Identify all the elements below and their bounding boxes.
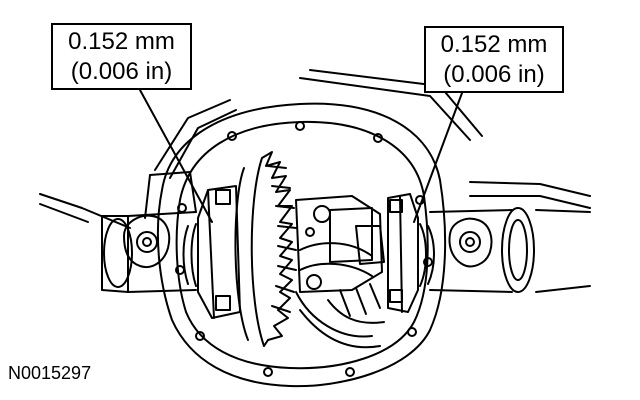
left-bearing-cap	[182, 185, 241, 319]
right-axle-tube	[429, 207, 591, 293]
differential-case	[295, 195, 385, 349]
right-clearance-in: (0.006 in)	[443, 61, 545, 88]
left-mount-boss	[123, 214, 171, 268]
right-mount-boss	[448, 217, 493, 268]
right-clearance-mm: 0.152 mm	[440, 31, 548, 58]
right-bearing-cap	[387, 193, 435, 313]
right-clearance-callout: 0.152 mm (0.006 in)	[424, 26, 564, 93]
callout-leader-lines	[139, 89, 463, 223]
housing-flange	[156, 102, 447, 388]
left-clearance-in: (0.006 in)	[70, 58, 173, 85]
frame-rails	[39, 69, 591, 229]
left-clearance-callout: 0.152 mm (0.006 in)	[51, 23, 192, 90]
left-clearance-mm: 0.152 mm	[68, 28, 175, 55]
figure-id-label: N0015297	[8, 363, 92, 383]
ring-gear	[234, 151, 297, 347]
